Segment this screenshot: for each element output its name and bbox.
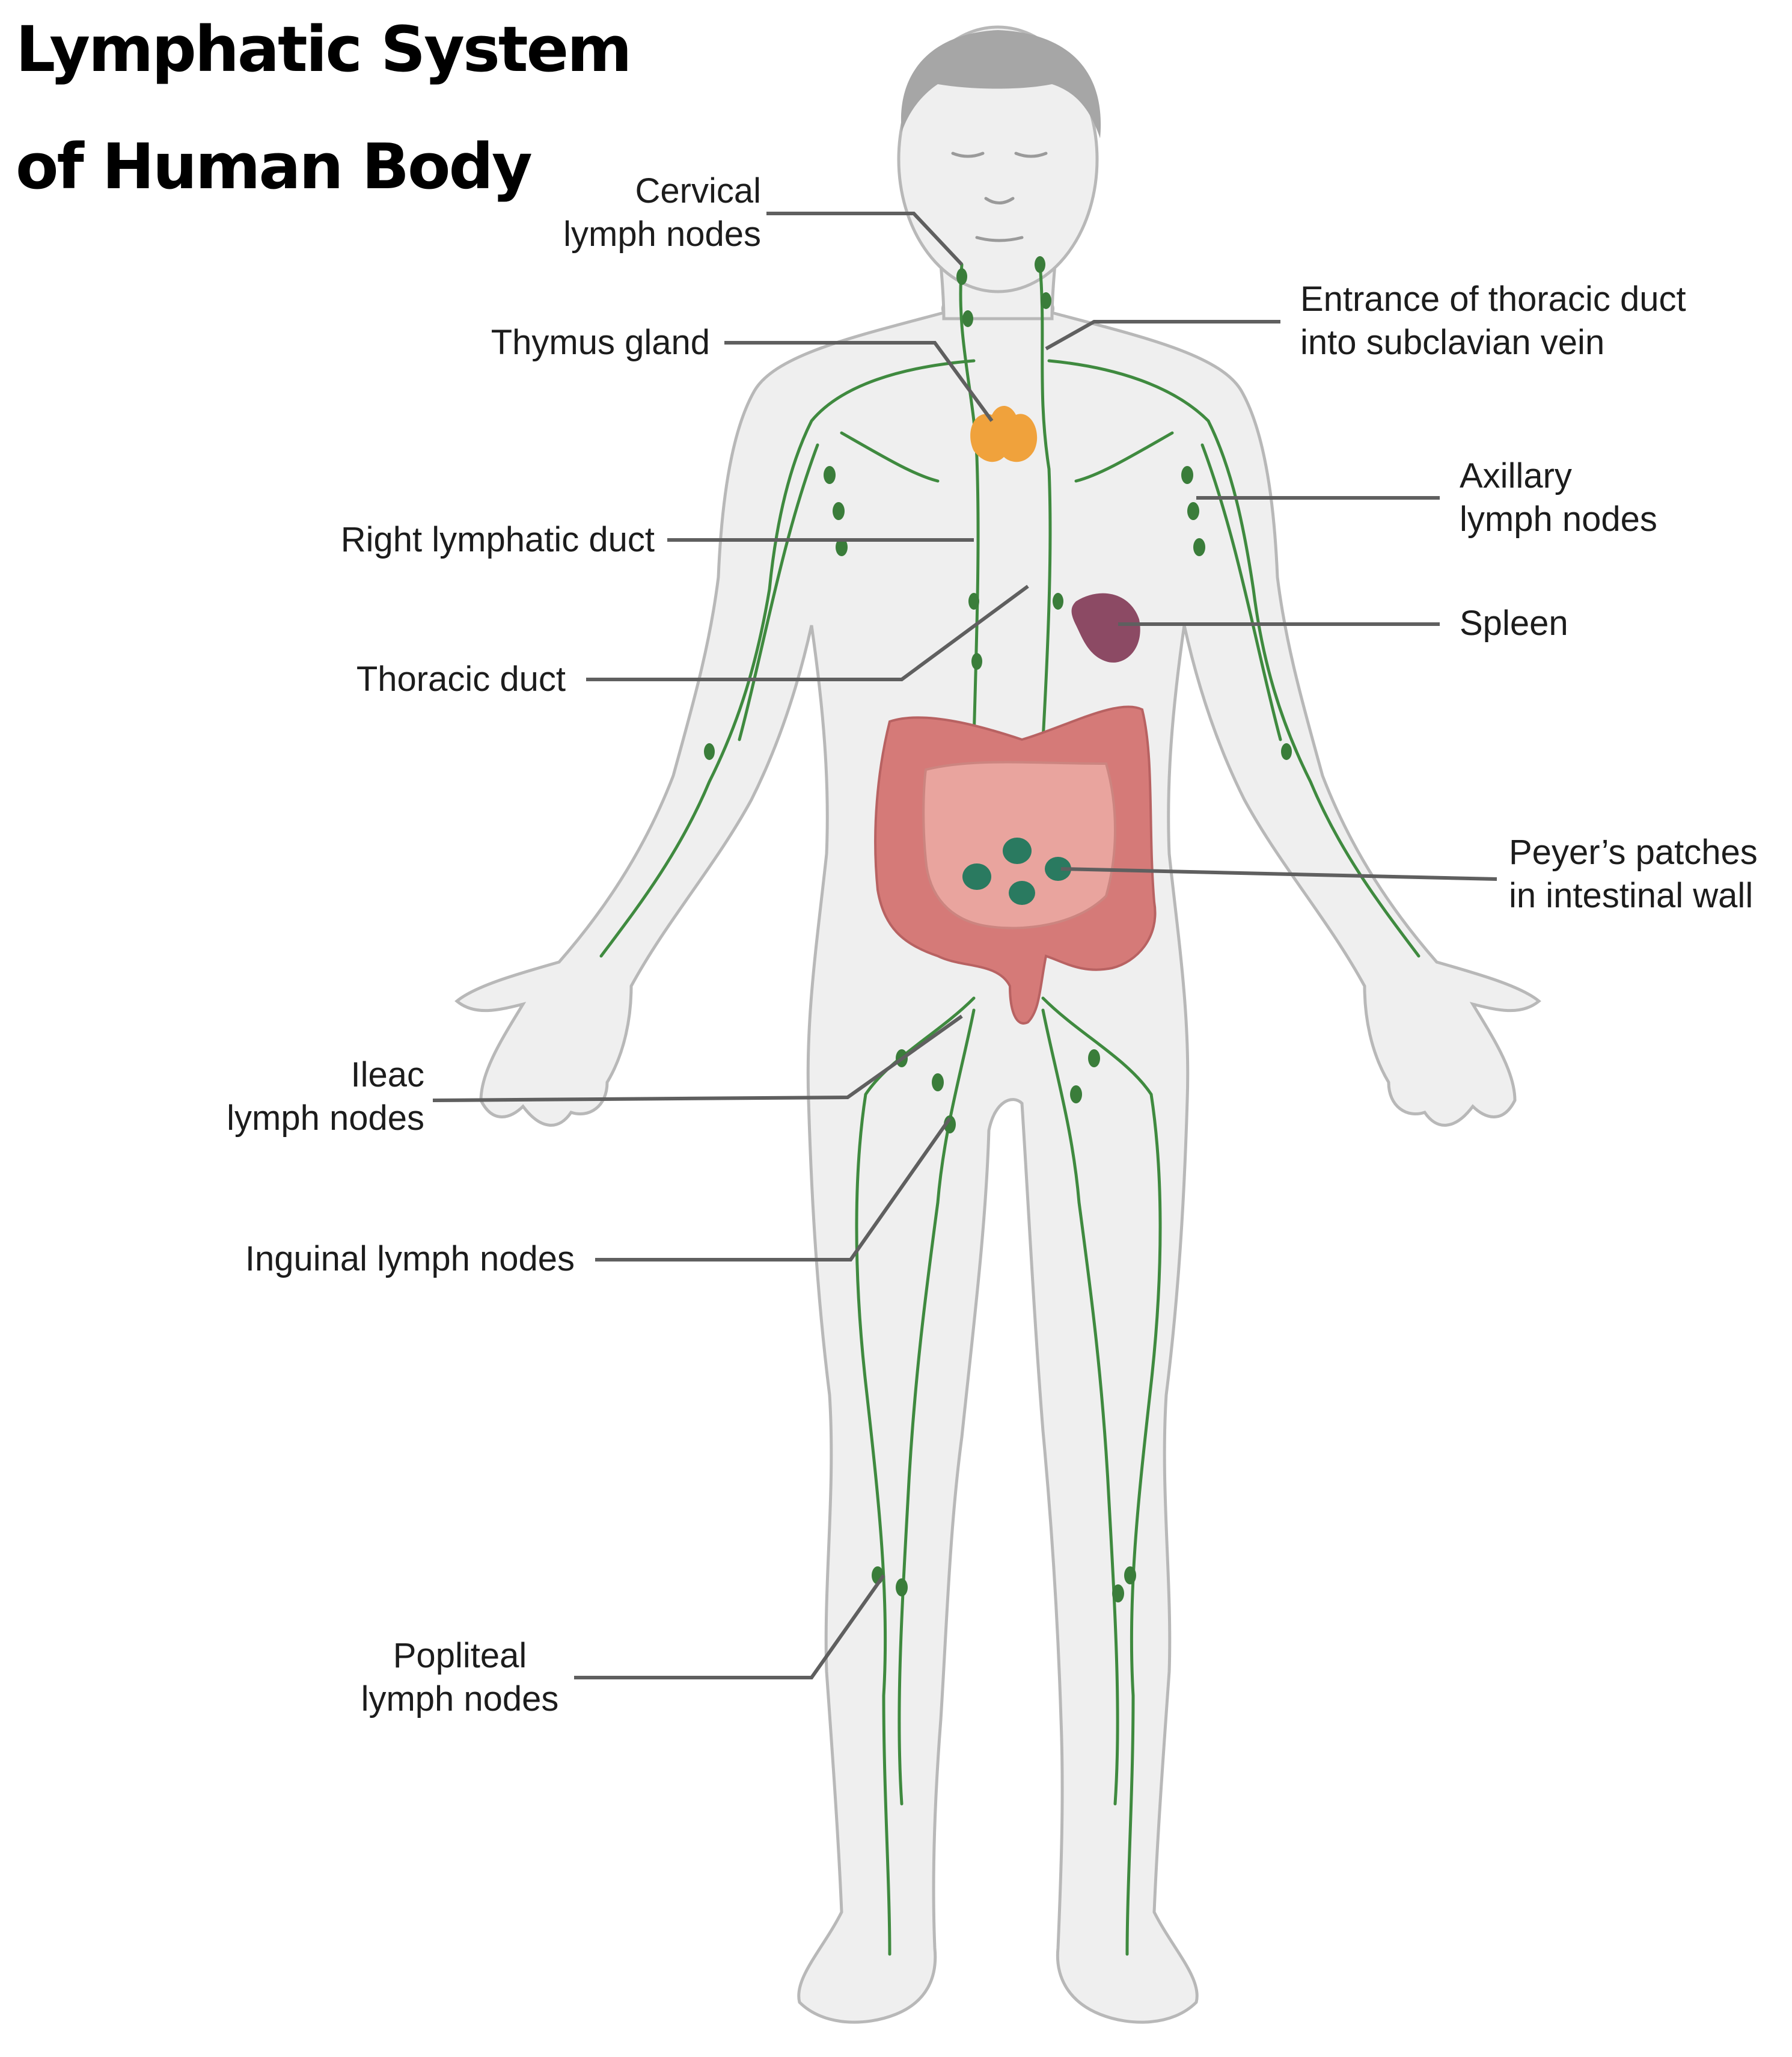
leader-inguinal xyxy=(595,1117,952,1261)
label-peyers-line-2: in intestinal wall xyxy=(1509,876,1754,915)
label-peyers-line-1: Peyer’s patches xyxy=(1509,833,1758,872)
label-right-lymphatic-duct: Right lymphatic duct xyxy=(341,518,655,562)
lymph-vessels xyxy=(599,263,1420,1956)
label-cervical-line-2: lymph nodes xyxy=(563,215,761,254)
title-line-1: Lymphatic System xyxy=(16,13,632,86)
leader-entrance xyxy=(1045,320,1280,351)
label-entrance-line-1: Entrance of thoracic duct xyxy=(1300,280,1686,319)
label-popliteal-line-1: Popliteal xyxy=(393,1636,527,1675)
hair xyxy=(901,30,1101,138)
label-popliteal-lymph-nodes: Popliteal lymph nodes xyxy=(343,1634,577,1721)
leader-thymus xyxy=(724,341,994,422)
label-axillary-line-1: Axillary xyxy=(1460,456,1572,495)
lymph-nodes xyxy=(704,256,1292,1602)
label-axillary-line-2: lymph nodes xyxy=(1460,500,1657,539)
face-features xyxy=(951,152,1048,242)
label-entrance-line-2: into subclavian vein xyxy=(1300,323,1605,362)
label-cervical-lymph-nodes: Cervical lymph nodes xyxy=(563,170,761,256)
label-popliteal-line-2: lymph nodes xyxy=(361,1679,559,1718)
leader-ileac xyxy=(432,1014,963,1102)
title-line-2: of Human Body xyxy=(16,130,533,203)
label-spleen-line-1: Spleen xyxy=(1460,604,1568,643)
leader-thoracic xyxy=(586,584,1029,681)
label-ileac-lymph-nodes: Ileac lymph nodes xyxy=(227,1053,424,1140)
label-entrance-thoracic-duct: Entrance of thoracic duct into subclavia… xyxy=(1300,278,1686,364)
label-spleen: Spleen xyxy=(1460,602,1568,645)
body-outline xyxy=(454,278,1541,2024)
label-ileac-line-2: lymph nodes xyxy=(227,1099,424,1138)
intestines xyxy=(874,705,1157,1025)
leader-popliteal xyxy=(574,1574,885,1679)
peyers-patches xyxy=(962,838,1071,905)
label-thoracic-duct: Thoracic duct xyxy=(356,658,566,701)
leader-lines xyxy=(432,212,1497,1679)
label-thymus-gland: Thymus gland xyxy=(491,321,710,364)
thymus-gland xyxy=(970,406,1038,462)
head xyxy=(897,25,1099,293)
leader-peyers xyxy=(1060,867,1497,881)
body-silhouette xyxy=(454,25,1541,2024)
label-thoracic-line-1: Thoracic duct xyxy=(356,660,566,699)
label-thymus-line-1: Thymus gland xyxy=(491,323,710,362)
label-inguinal-lymph-nodes: Inguinal lymph nodes xyxy=(245,1237,575,1281)
label-ileac-line-1: Ileac xyxy=(350,1055,424,1094)
label-inguinal-line-1: Inguinal lymph nodes xyxy=(245,1239,575,1278)
label-cervical-line-1: Cervical xyxy=(635,171,762,210)
label-right-duct-line-1: Right lymphatic duct xyxy=(340,520,655,559)
label-axillary-lymph-nodes: Axillary lymph nodes xyxy=(1460,455,1657,541)
leader-cervical xyxy=(766,212,964,266)
spleen xyxy=(1071,593,1140,663)
label-peyers-patches: Peyer’s patches in intestinal wall xyxy=(1509,831,1758,918)
